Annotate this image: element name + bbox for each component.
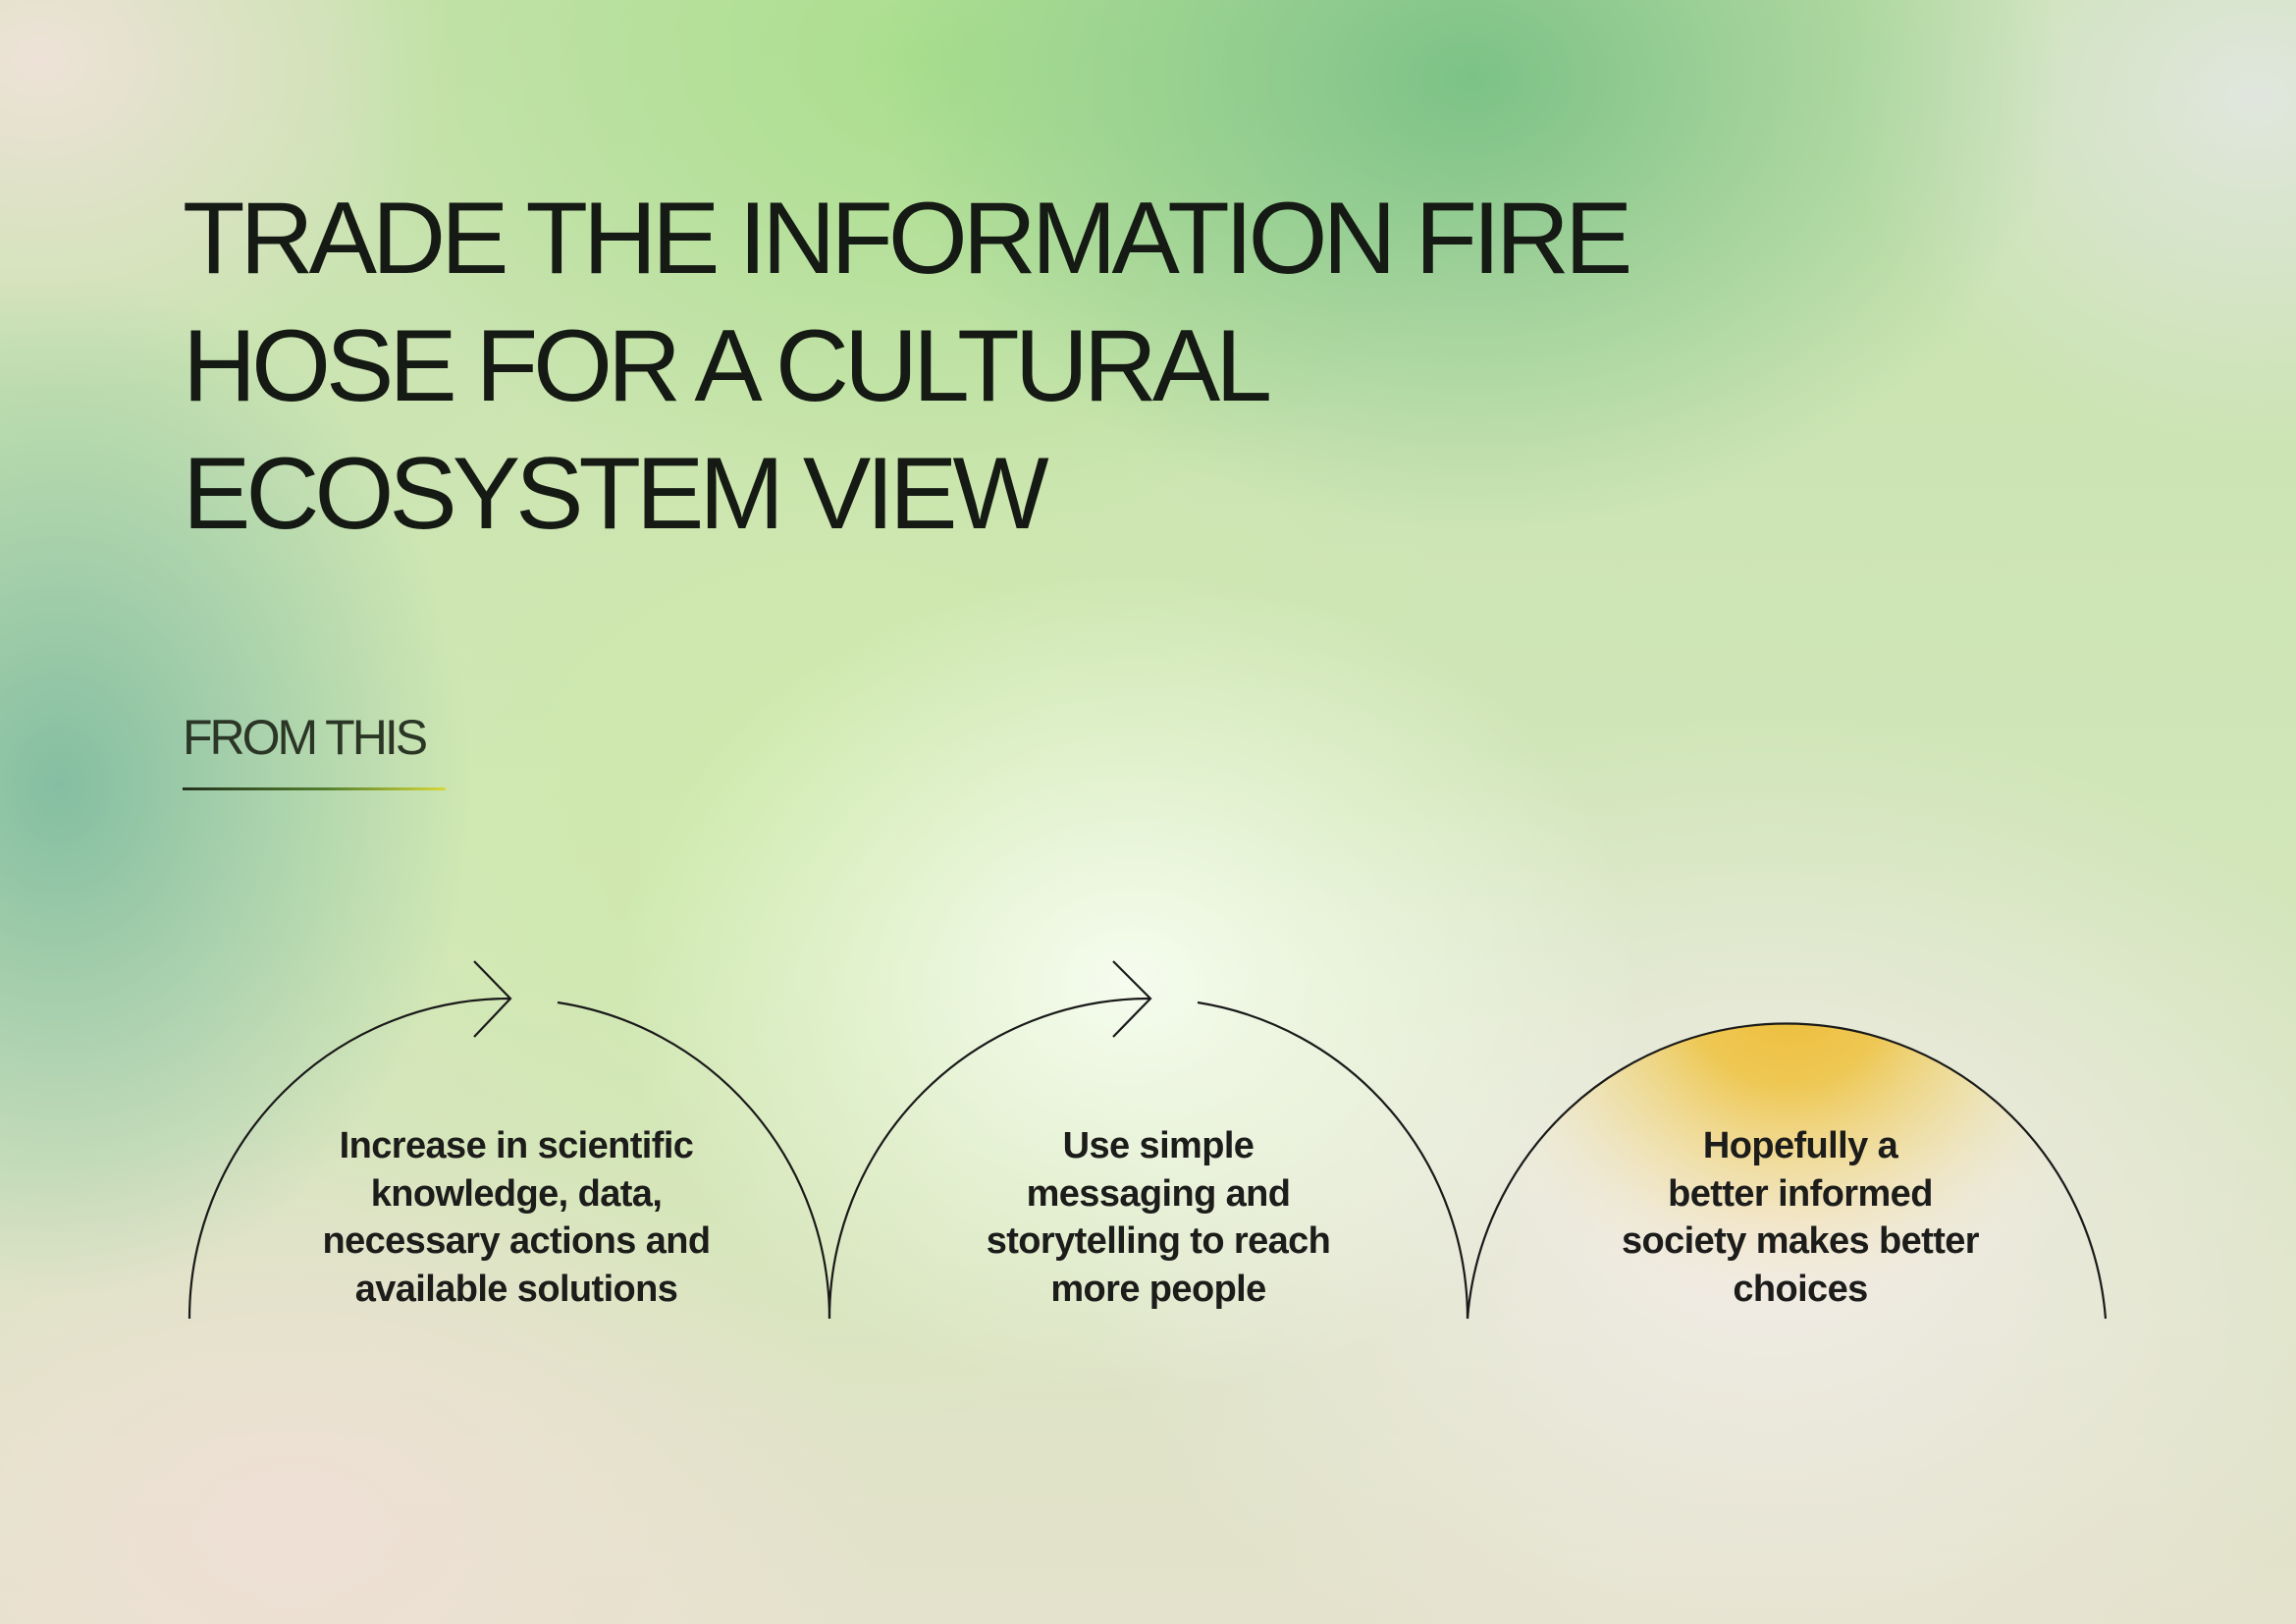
arc-step-3 bbox=[1466, 1022, 2108, 1320]
arc-step-2-left bbox=[828, 997, 1151, 1320]
arc-step-1-left bbox=[187, 997, 511, 1320]
page-title: TRADE THE INFORMATION FIRE HOSE FOR A CU… bbox=[183, 175, 1753, 558]
section-label: FROM THIS bbox=[183, 710, 428, 765]
arrow-head-1 bbox=[473, 960, 512, 1038]
step-1-text: Increase in scientific knowledge, data, … bbox=[322, 1125, 711, 1310]
title-line-3: ECOSYSTEM VIEW bbox=[183, 437, 1049, 551]
title-line-1: TRADE THE INFORMATION FIRE bbox=[183, 182, 1632, 296]
section-underline bbox=[183, 787, 446, 790]
step-2-text: Use simple messaging and storytelling to… bbox=[986, 1125, 1331, 1310]
step-3-text: Hopefully a better informed society make… bbox=[1622, 1125, 1980, 1310]
arrow-head-2 bbox=[1112, 960, 1152, 1038]
arc-step-2-right bbox=[1197, 1001, 1469, 1320]
title-line-2: HOSE FOR A CULTURAL bbox=[183, 309, 1272, 423]
arc-step-1-right bbox=[557, 1001, 831, 1320]
